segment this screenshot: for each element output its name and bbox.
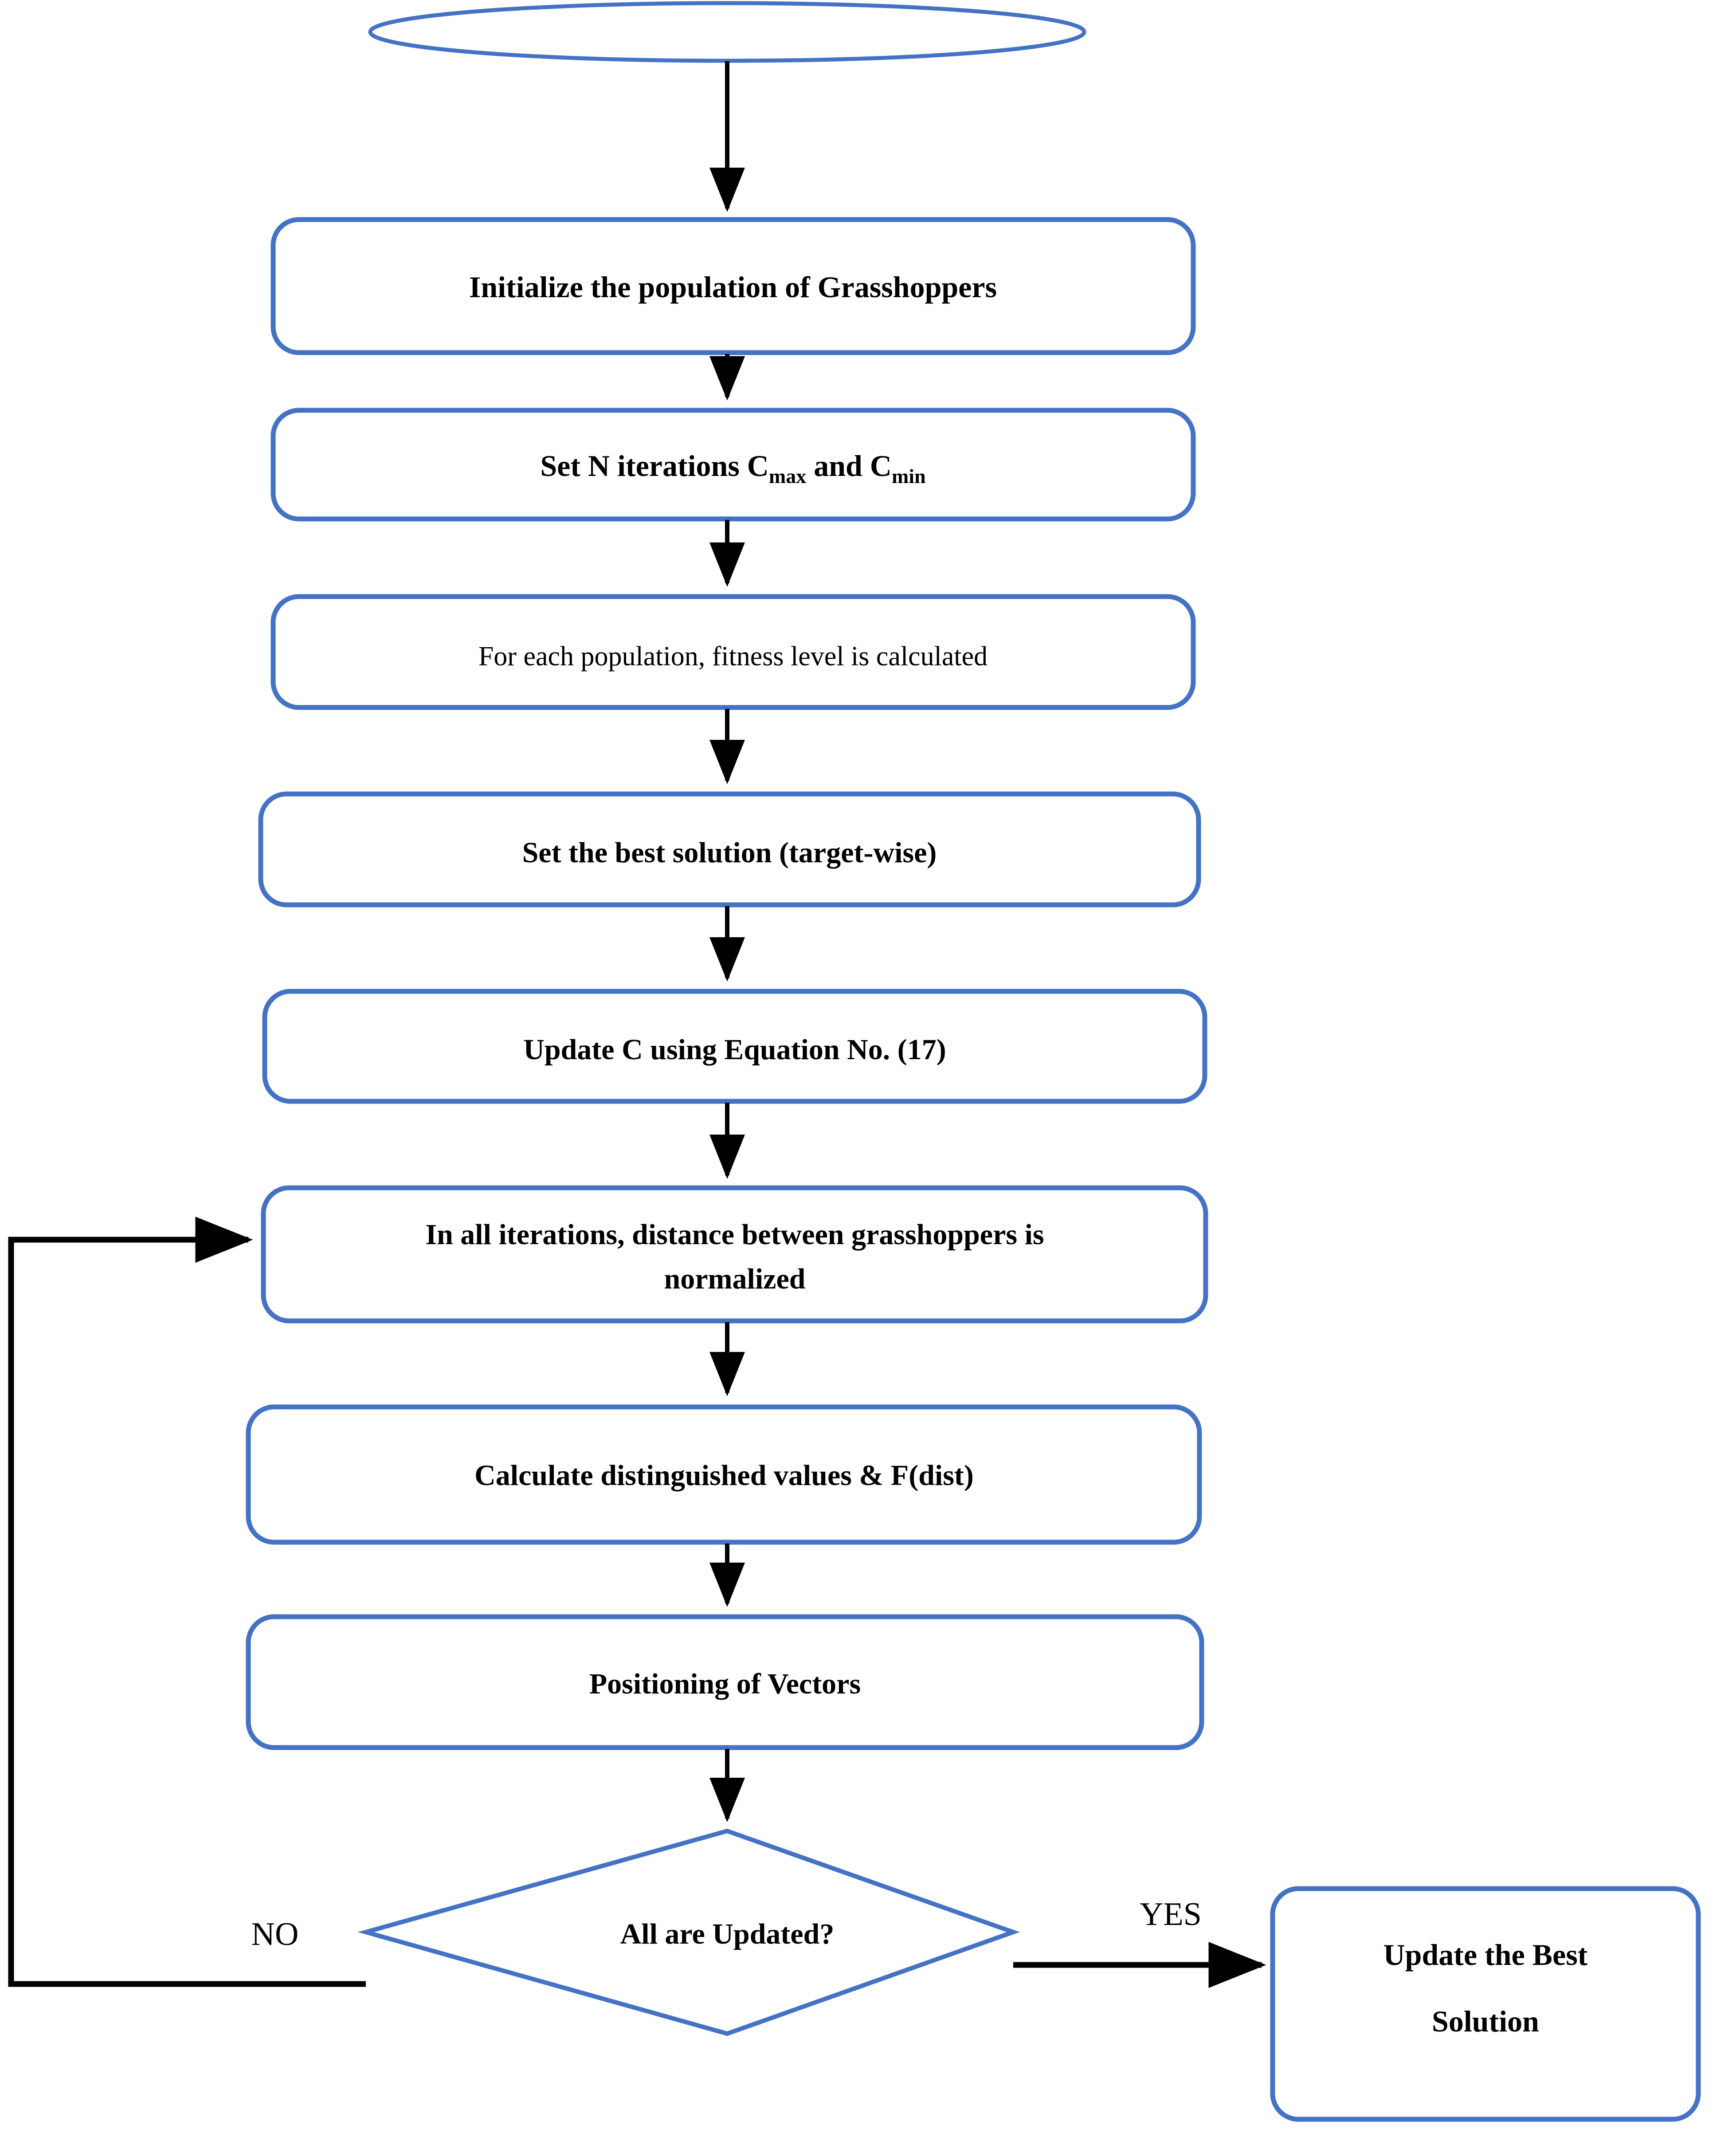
- node-update-best-solution[interactable]: [1270, 1886, 1701, 2122]
- set-iterations-sub-max: max: [769, 465, 806, 487]
- node-best-solution-label: Set the best solution (target-wise): [522, 837, 937, 869]
- connector-no-loopback: [8, 1217, 366, 1987]
- node-best-solution[interactable]: [258, 791, 1201, 907]
- node-update-c[interactable]: [262, 989, 1207, 1104]
- node-set-iterations[interactable]: [270, 408, 1196, 522]
- set-iterations-prefix: Set N iterations C: [540, 449, 769, 483]
- node-fitness[interactable]: [270, 594, 1196, 710]
- node-fitness-label: For each population, fitness level is ca…: [478, 641, 988, 672]
- node-positioning[interactable]: [246, 1614, 1204, 1750]
- node-normalize-label-line1: In all iterations, distance between gras…: [425, 1218, 1044, 1251]
- node-update-best-solution-line1: Update the Best: [1383, 1938, 1588, 1972]
- node-update-c-label: Update C using Equation No. (17): [523, 1033, 946, 1066]
- node-update-best-solution-line2: Solution: [1432, 2004, 1539, 2038]
- node-positioning-label: Positioning of Vectors: [589, 1668, 861, 1700]
- node-decision-all-updated[interactable]: [357, 1828, 1020, 2036]
- node-set-iterations-label: Set N iterations Cmax and Cmin: [540, 449, 925, 487]
- node-initialize-label: Initialize the population of Grasshopper…: [469, 270, 997, 304]
- node-initialize[interactable]: [270, 217, 1196, 355]
- node-normalize[interactable]: [261, 1185, 1208, 1324]
- node-distinguished-values-label: Calculate distinguished values & F(dist): [474, 1459, 974, 1492]
- set-iterations-middle: and C: [806, 449, 892, 483]
- node-decision-label: All are Updated?: [620, 1918, 835, 1950]
- start-terminator[interactable]: [368, 1, 1086, 63]
- branch-label-no: NO: [251, 1916, 299, 1952]
- node-normalize-label-line2: normalized: [664, 1263, 806, 1295]
- node-distinguished-values[interactable]: [246, 1404, 1202, 1545]
- branch-label-yes: YES: [1140, 1896, 1202, 1933]
- set-iterations-sub-min: min: [892, 465, 926, 487]
